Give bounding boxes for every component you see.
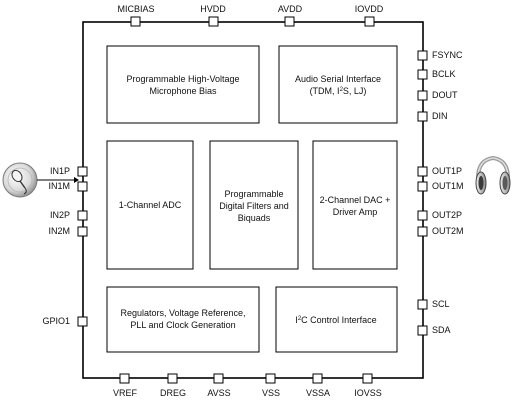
mic-bias-block: Programmable High-Voltage Microphone Bia…: [106, 45, 260, 124]
dsp-line2: Digital Filters and: [219, 201, 289, 211]
pin-vssa: [312, 373, 323, 384]
pin-out1m: [417, 181, 428, 192]
pin-label-in1p: IN1P: [50, 166, 70, 176]
pin-iovdd: [364, 16, 375, 27]
pin-in2m: [77, 226, 88, 237]
pin-label-iovdd: IOVDD: [355, 4, 384, 14]
pin-label-out2m: OUT2M: [432, 226, 464, 236]
pin-label-avdd: AVDD: [278, 4, 303, 14]
pin-label-in1m: IN1M: [48, 181, 70, 191]
pin-bclk: [417, 69, 428, 80]
pin-fsync: [417, 50, 428, 61]
pin-label-iovss: IOVSS: [354, 388, 382, 398]
pin-label-out1p: OUT1P: [432, 166, 462, 176]
dsp-block: Programmable Digital Filters and Biquads: [209, 140, 299, 270]
pin-label-fsync: FSYNC: [432, 50, 463, 60]
pin-vss: [265, 373, 276, 384]
pin-out2p: [417, 210, 428, 221]
microphone-icon: [2, 162, 79, 198]
pin-dout: [417, 90, 428, 101]
pin-hvdd: [208, 16, 219, 27]
pin-label-vssa: VSSA: [306, 388, 330, 398]
adc-label: 1-Channel ADC: [119, 200, 182, 210]
dsp-line3: Biquads: [238, 213, 271, 223]
top-pins: MICBIAS HVDD AVDD IOVDD: [117, 4, 384, 27]
pin-scl: [417, 299, 428, 310]
pin-in2p: [77, 210, 88, 221]
mic-bias-line2: Microphone Bias: [149, 86, 217, 96]
pin-label-hvdd: HVDD: [200, 4, 226, 14]
adc-block: 1-Channel ADC: [106, 140, 194, 270]
pin-label-micbias: MICBIAS: [117, 4, 154, 14]
left-pins: IN1P IN1M IN2P IN2M GPIO1: [42, 166, 88, 327]
pin-label-out1m: OUT1M: [432, 181, 464, 191]
pin-label-in2p: IN2P: [50, 210, 70, 220]
pin-avss: [213, 373, 224, 384]
pin-label-in2m: IN2M: [48, 226, 70, 236]
pin-din: [417, 111, 428, 122]
pin-in1p: [77, 166, 88, 177]
dac-line1: 2-Channel DAC +: [320, 195, 391, 205]
dac-block: 2-Channel DAC + Driver Amp: [312, 140, 398, 270]
pin-label-dout: DOUT: [432, 90, 458, 100]
dsp-line1: Programmable: [224, 189, 283, 199]
pin-label-out2p: OUT2P: [432, 210, 462, 220]
pin-label-scl: SCL: [432, 299, 450, 309]
regulators-line2: PLL and Clock Generation: [130, 320, 235, 330]
pin-vref: [119, 373, 130, 384]
pin-label-vref: VREF: [113, 388, 138, 398]
pin-label-vss: VSS: [262, 388, 280, 398]
audio-serial-line1: Audio Serial Interface: [295, 74, 381, 84]
bottom-pins: VREF DREG AVSS VSS VSSA IOVSS: [113, 373, 382, 398]
pin-out1p: [417, 166, 428, 177]
dac-line2: Driver Amp: [333, 207, 378, 217]
audio-serial-line2: (TDM, I2S, LJ): [310, 86, 367, 96]
pin-sda: [417, 325, 428, 336]
pin-label-sda: SDA: [432, 325, 451, 335]
pin-label-avss: AVSS: [207, 388, 230, 398]
regulators-block: Regulators, Voltage Reference, PLL and C…: [106, 286, 260, 353]
pin-in1m: [77, 181, 88, 192]
pin-iovss: [362, 373, 373, 384]
pin-micbias: [130, 16, 141, 27]
pin-avdd: [284, 16, 295, 27]
right-pins: FSYNC BCLK DOUT DIN OUT1P OUT1M OUT2P OU…: [417, 50, 464, 336]
i2c-label: I2C Control Interface: [295, 315, 376, 325]
pin-label-bclk: BCLK: [432, 69, 456, 79]
mic-bias-line1: Programmable High-Voltage: [126, 74, 239, 84]
headphones-icon: [475, 155, 511, 195]
pin-label-dreg: DREG: [160, 388, 186, 398]
regulators-line1: Regulators, Voltage Reference,: [120, 308, 245, 318]
i2c-control-block: I2C Control Interface: [275, 286, 398, 353]
pin-dreg: [167, 373, 178, 384]
pin-gpio1: [77, 316, 88, 327]
pin-label-din: DIN: [432, 111, 448, 121]
pin-out2m: [417, 226, 428, 237]
audio-serial-interface-block: Audio Serial Interface (TDM, I2S, LJ): [278, 45, 398, 124]
pin-label-gpio1: GPIO1: [42, 316, 70, 326]
